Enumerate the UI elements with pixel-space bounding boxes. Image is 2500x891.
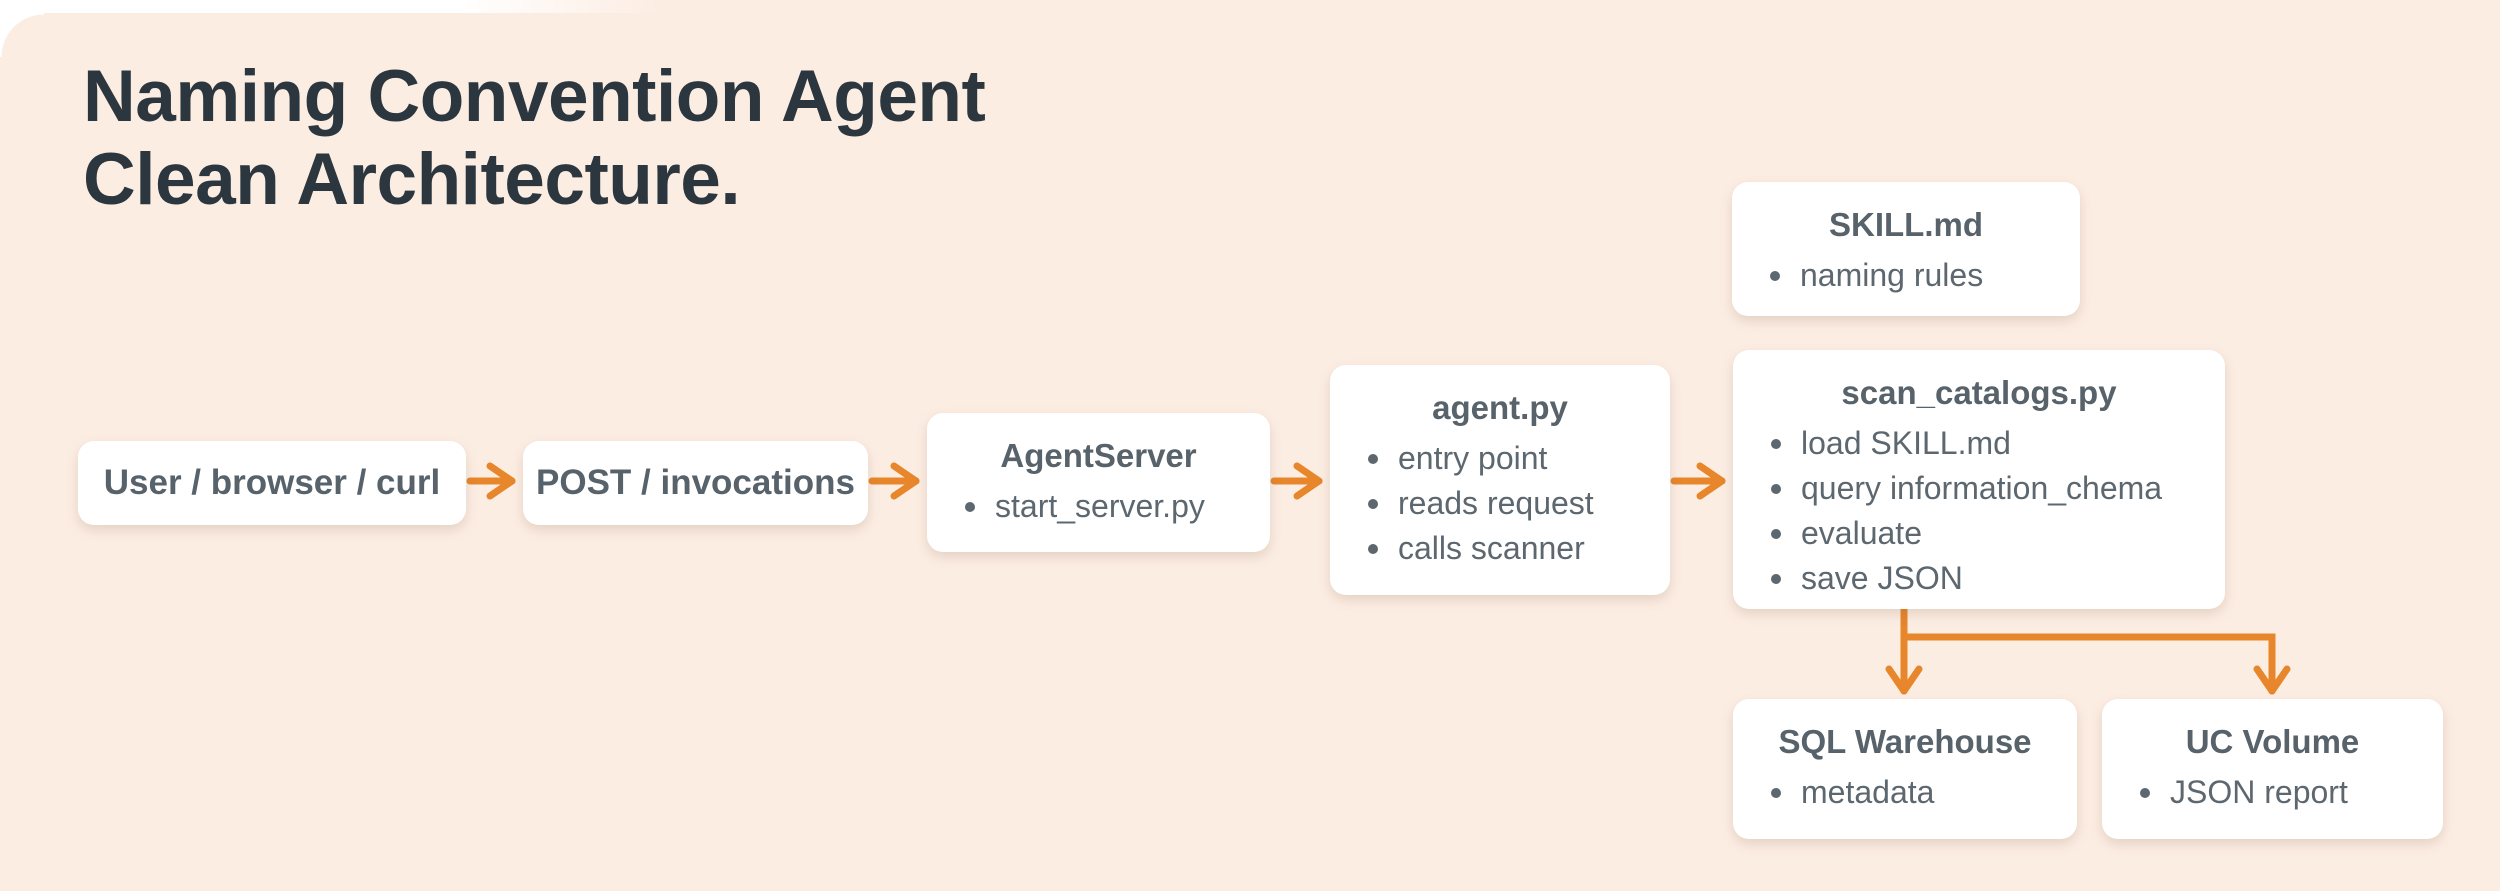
bullet-item: evaluate bbox=[1771, 511, 2201, 556]
bullet-list: entry point reads request calls scanner bbox=[1354, 436, 1646, 571]
bullet-item: JSON report bbox=[2140, 770, 2419, 815]
bullet-item: load SKILL.md bbox=[1771, 421, 2201, 466]
node-title: SQL Warehouse bbox=[1778, 723, 2032, 760]
top-left-white-band bbox=[0, 0, 660, 13]
node-title: UC Volume bbox=[2185, 723, 2360, 760]
bullet-list: metadata bbox=[1757, 770, 2053, 815]
node-title: agent.py bbox=[1432, 389, 1568, 426]
bullet-item: calls scanner bbox=[1368, 526, 1646, 571]
node-agentserver: AgentServer start_server.py bbox=[927, 413, 1270, 552]
bullet-item: query information_chema bbox=[1771, 466, 2201, 511]
bullet-item: metadata bbox=[1771, 770, 2053, 815]
node-title: User / browser / curl bbox=[103, 463, 441, 502]
rounded-corner-notch bbox=[0, 13, 44, 57]
node-agent-py: agent.py entry point reads request calls… bbox=[1330, 365, 1670, 595]
bullet-list: load SKILL.md query information_chema ev… bbox=[1757, 421, 2201, 601]
arrow-scan-to-uc-volume bbox=[1900, 633, 2291, 695]
node-scan-catalogs-py: scan_catalogs.py load SKILL.md query inf… bbox=[1733, 350, 2225, 609]
bullet-list: naming rules bbox=[1756, 253, 2056, 298]
bullet-item: entry point bbox=[1368, 436, 1646, 481]
node-post-invocations: POST / invocations bbox=[523, 441, 868, 525]
node-user-browser-curl: User / browser / curl bbox=[78, 441, 466, 525]
bullet-item: naming rules bbox=[1770, 253, 2056, 298]
bullet-list: JSON report bbox=[2126, 770, 2419, 815]
bullet-list: start_server.py bbox=[951, 484, 1246, 529]
node-title: scan_catalogs.py bbox=[1841, 374, 2117, 411]
heading-line-2: Clean Architecture. bbox=[83, 139, 741, 220]
diagram-heading: Naming Convention Agent Clean Architectu… bbox=[83, 55, 986, 221]
node-title: AgentServer bbox=[1000, 437, 1197, 474]
heading-line-1: Naming Convention Agent bbox=[83, 56, 986, 137]
node-title: POST / invocations bbox=[536, 463, 855, 502]
bullet-item: start_server.py bbox=[965, 484, 1246, 529]
node-skill-md: SKILL.md naming rules bbox=[1732, 182, 2080, 316]
node-uc-volume: UC Volume JSON report bbox=[2102, 699, 2443, 839]
node-sql-warehouse: SQL Warehouse metadata bbox=[1733, 699, 2077, 839]
bullet-item: reads request bbox=[1368, 481, 1646, 526]
bullet-item: save JSON bbox=[1771, 556, 2201, 601]
node-title: SKILL.md bbox=[1829, 206, 1983, 243]
